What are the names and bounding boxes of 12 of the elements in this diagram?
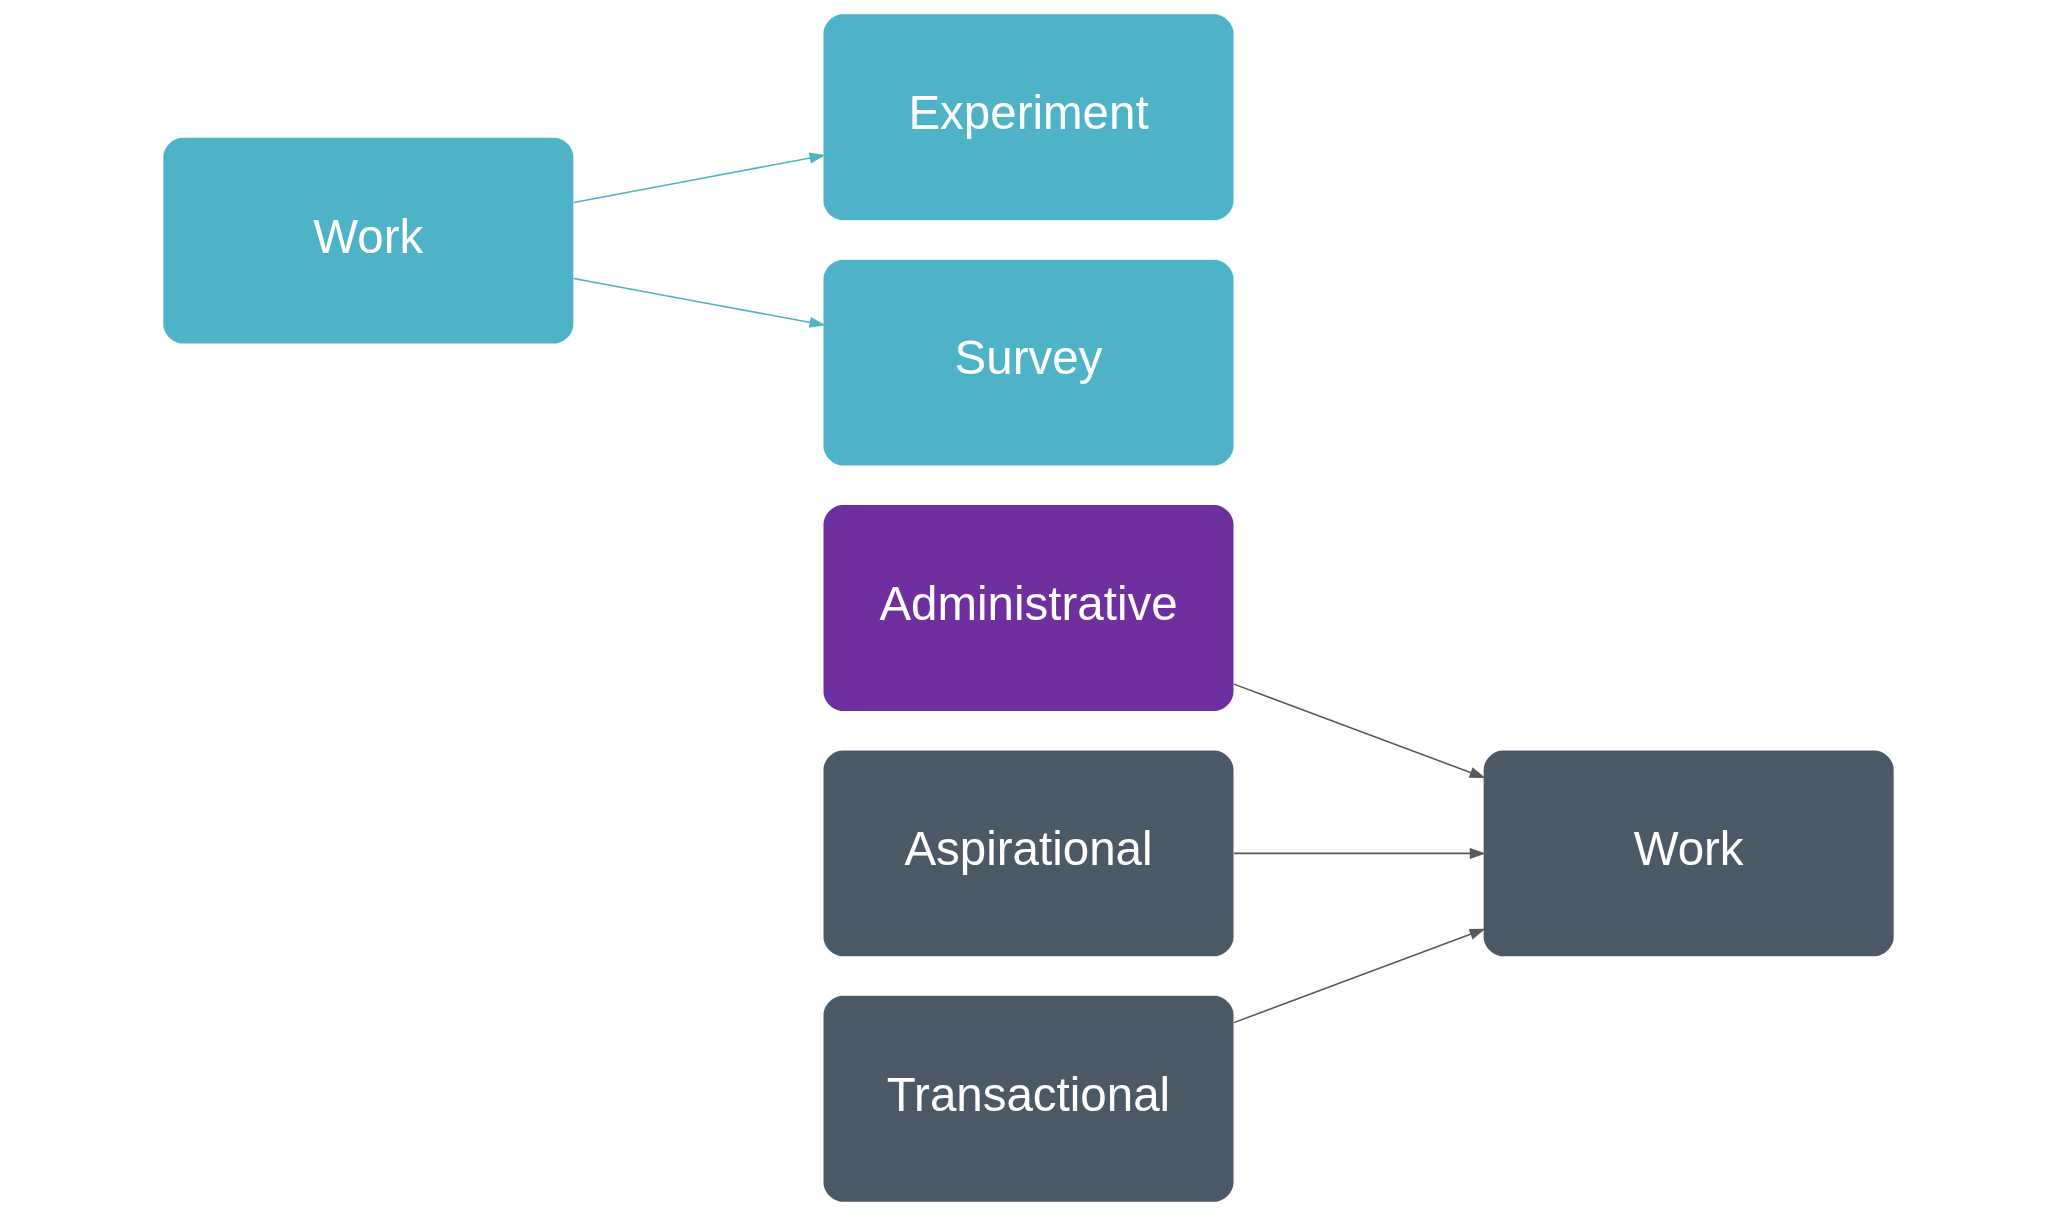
node-box: Aspirational	[823, 750, 1234, 957]
node-box: Transactional	[823, 995, 1234, 1202]
node-box: Experiment	[823, 14, 1234, 221]
node-box: Survey	[823, 259, 1234, 466]
node-box: Administrative	[823, 505, 1234, 711]
node-box: Work	[163, 137, 574, 344]
arrow	[572, 152, 826, 204]
node-box: Work	[1483, 750, 1894, 957]
arrow	[572, 277, 826, 328]
arrow	[1233, 683, 1486, 779]
arrow	[1233, 847, 1486, 859]
arrow	[1233, 928, 1486, 1024]
